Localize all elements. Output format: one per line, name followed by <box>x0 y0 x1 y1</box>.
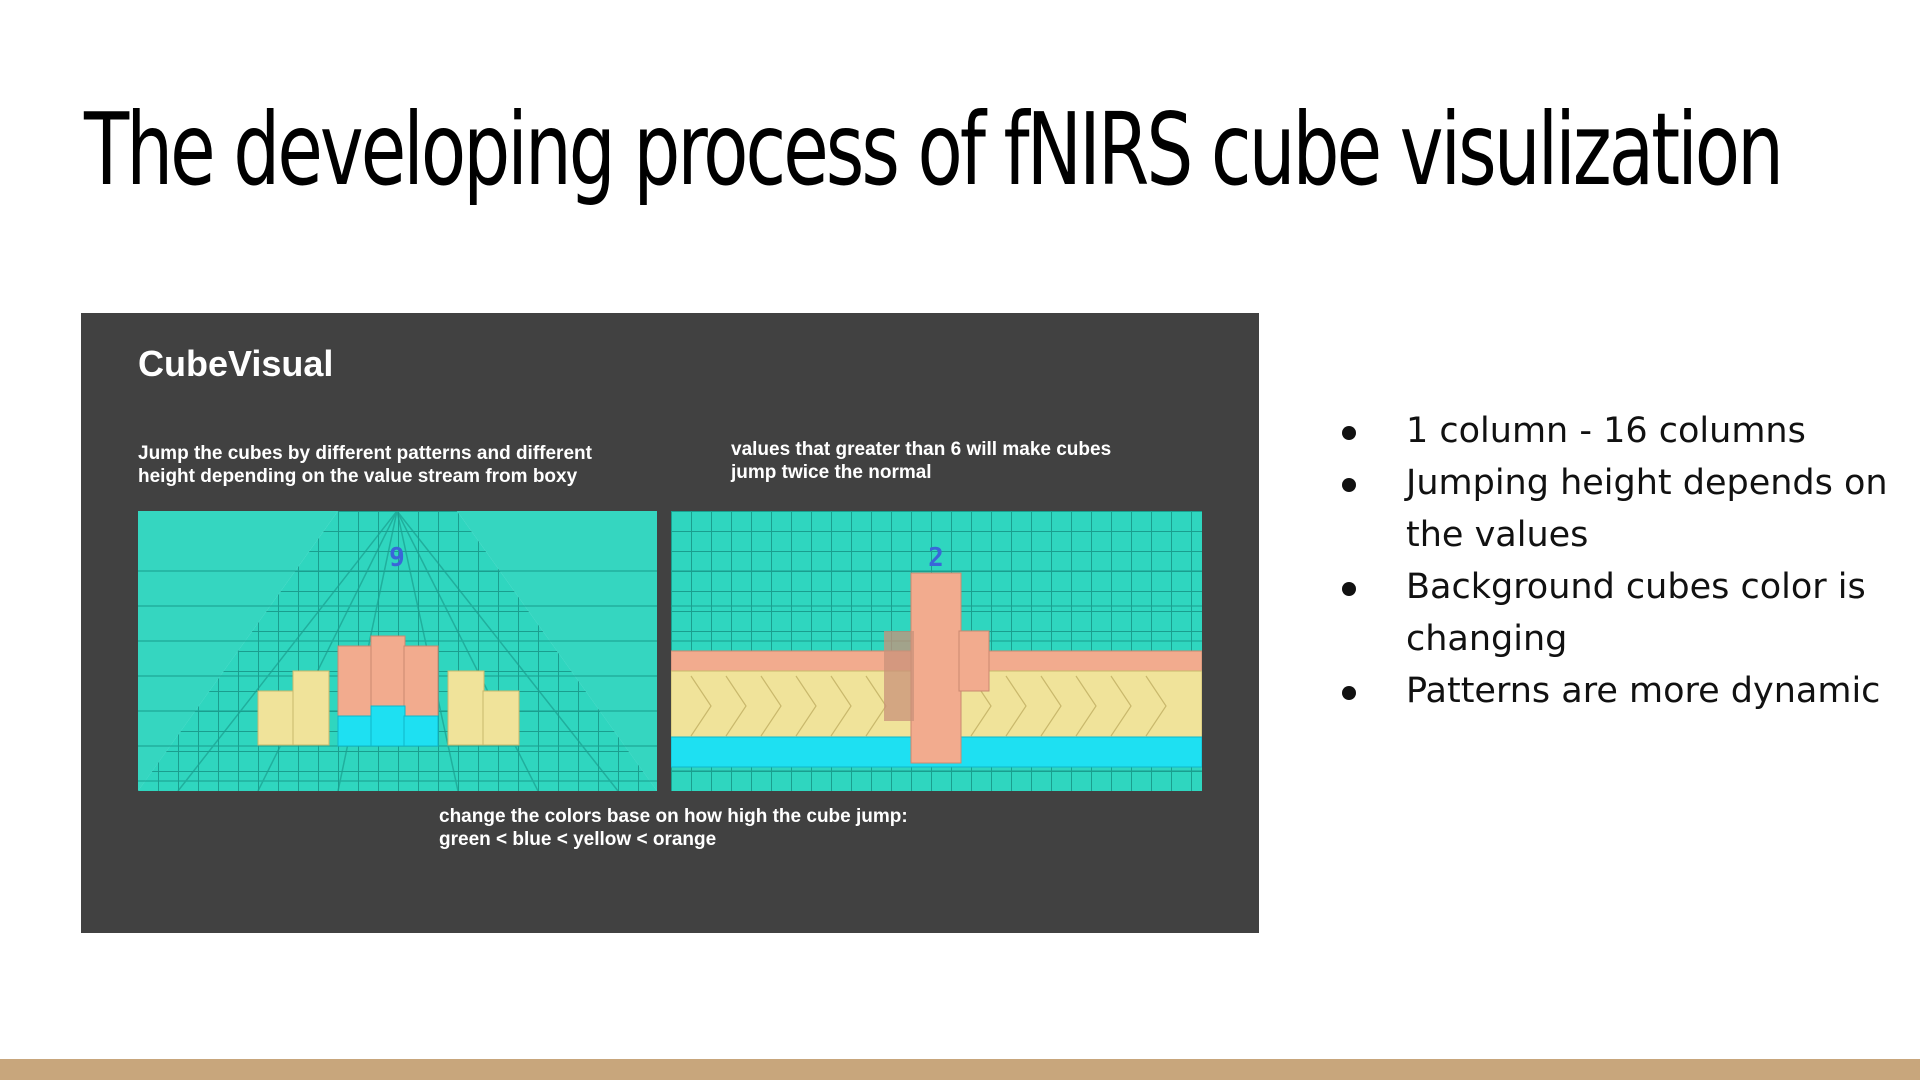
bullet-dot-icon <box>1342 478 1356 492</box>
embed-title: CubeVisual <box>138 343 334 384</box>
bullet-text: Patterns are more dynamic <box>1406 671 1881 711</box>
bullet-dot-icon <box>1342 426 1356 440</box>
bullet-dot-icon <box>1342 686 1356 700</box>
caption-bottom: change the colors base on how high the c… <box>439 806 908 850</box>
bullet-item: Jumping height depends on the values <box>1330 457 1890 561</box>
screenshot-left: 9 <box>138 511 657 791</box>
bullet-item: 1 column - 16 columns <box>1330 405 1890 457</box>
caption-left: Jump the cubes by different patterns and… <box>138 443 592 487</box>
slide-title: The developing process of fNIRS cube vis… <box>84 91 1784 208</box>
bullet-list: 1 column - 16 columns Jumping height dep… <box>1330 405 1890 717</box>
screenshot-right: 2 <box>671 511 1202 791</box>
bullet-item: Patterns are more dynamic <box>1330 665 1890 717</box>
screenshot-right-number: 2 <box>928 543 944 573</box>
bullet-text: 1 column - 16 columns <box>1406 411 1806 451</box>
bullet-text: Jumping height depends on the values <box>1406 463 1888 555</box>
bottom-accent-bar <box>0 1059 1920 1080</box>
bullet-dot-icon <box>1342 582 1356 596</box>
bullet-item: Background cubes color is changing <box>1330 561 1890 665</box>
screenshot-left-number: 9 <box>389 543 405 573</box>
bullet-text: Background cubes color is changing <box>1406 567 1866 659</box>
caption-right: values that greater than 6 will make cub… <box>731 439 1112 483</box>
cubevisual-embedded-image: CubeVisual Jump the cubes by different p… <box>81 313 1259 933</box>
